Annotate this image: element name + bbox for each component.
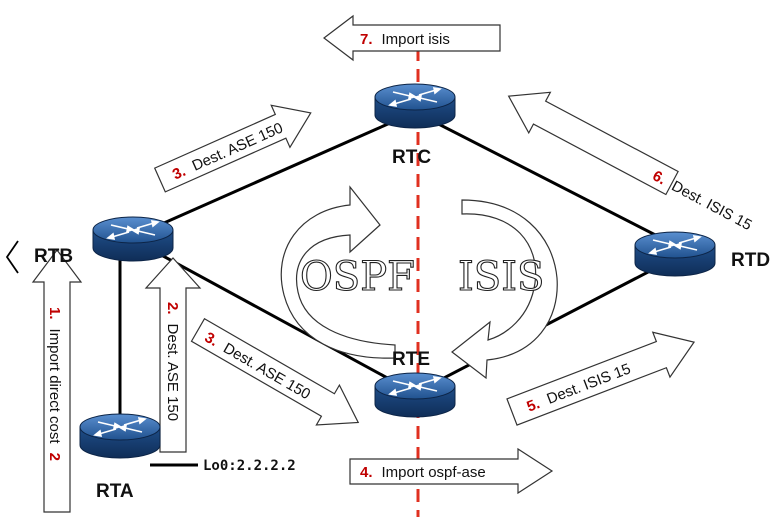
svg-text:7. Import isis: 7. Import isis [360,31,450,48]
step-1-text: Import direct cost [46,329,63,445]
step-6-text: Dest. ISIS 15 [669,178,755,234]
router-rtc [374,83,456,129]
step-2-number: 2. [164,302,181,315]
step-6-arrow: 6. Dest. ISIS 15 [507,91,755,234]
step-7-arrow: 7. Import isis [323,14,501,62]
label-rtd: RTD [731,250,770,271]
label-rta: RTA [96,481,134,502]
link-rtc-rtd [414,110,676,247]
isis-cycle-arrow [451,199,558,380]
step-3b-arrow: 3. Dest. ASE 150 [190,317,360,426]
label-rtb: RTB [34,246,73,267]
step-4-number: 4. [360,464,373,481]
step-4-text: Import ospf-ase [382,464,486,481]
rtb-bracket [5,240,19,274]
step-2-arrow: 2. Dest. ASE 150 [144,257,202,453]
step-7-number: 7. [360,31,373,48]
link-rtb-rtc [129,110,416,240]
svg-text:1. Import direct cost: 1. Import direct cost 2 [46,307,63,461]
step-4-arrow: 4. Import ospf-ase [349,447,554,495]
loopback-address: Lo0:2.2.2.2 [203,458,296,474]
label-rtc: RTC [392,147,431,168]
step-3a-arrow: 3. Dest. ASE 150 [153,104,312,193]
router-rtd [634,231,716,277]
step-1-tail: 2 [46,453,63,461]
svg-text:3. Dest. ASE 150: 3. Dest. ASE 150 [170,119,286,183]
ospf-cycle-arrow [280,185,396,359]
ospf-label: OSPF [300,254,415,300]
svg-text:4. Import ospf-ase: 4. Import ospf-ase [360,464,486,481]
router-rta [79,413,161,459]
step-7-text: Import isis [382,31,450,48]
step-3b-text: Dest. ASE 150 [220,340,313,404]
router-rte [374,372,456,418]
step-1-arrow: 1. Import direct cost 2 [31,249,83,513]
step-1-number: 1. [46,307,63,320]
svg-text:2. Dest. ASE 150: 2. Dest. ASE 150 [164,302,181,421]
label-rte: RTE [392,349,430,370]
router-rtb [92,216,174,262]
svg-text:6. Dest. ISIS 15: 6. Dest. ISIS 15 [650,167,755,234]
svg-text:3. Dest. ASE 150: 3. Dest. ASE 150 [202,329,314,403]
isis-label: ISIS [458,254,544,300]
step-2-text: Dest. ASE 150 [164,324,181,422]
